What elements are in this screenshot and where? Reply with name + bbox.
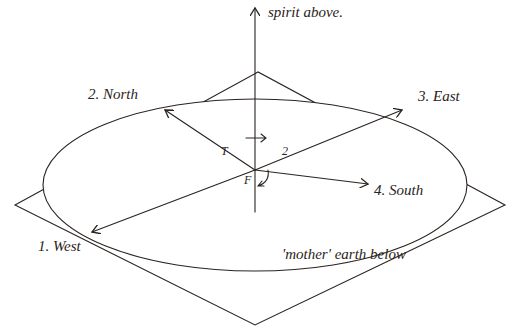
earth-label: 'mother' earth below: [282, 246, 406, 263]
east-arrow: [255, 110, 402, 170]
mark-letter: F: [244, 174, 251, 187]
direction-label: 2. North: [88, 86, 138, 103]
curved-arrow: [258, 170, 268, 186]
west-arrow: [92, 170, 255, 232]
north-arrow: [165, 110, 255, 170]
mark-letter: 2: [282, 145, 288, 158]
mark-letter: T: [221, 145, 228, 158]
direction-label: 1. West: [38, 238, 81, 255]
earth-diamond: [15, 72, 505, 325]
spirit-arrow: [254, 8, 255, 212]
spirit-label: spirit above.: [268, 4, 343, 21]
direction-label: 4. South: [374, 182, 423, 199]
south-arrow: [255, 170, 368, 184]
small-arrow: [246, 134, 266, 142]
direction-label: 3. East: [418, 88, 460, 105]
